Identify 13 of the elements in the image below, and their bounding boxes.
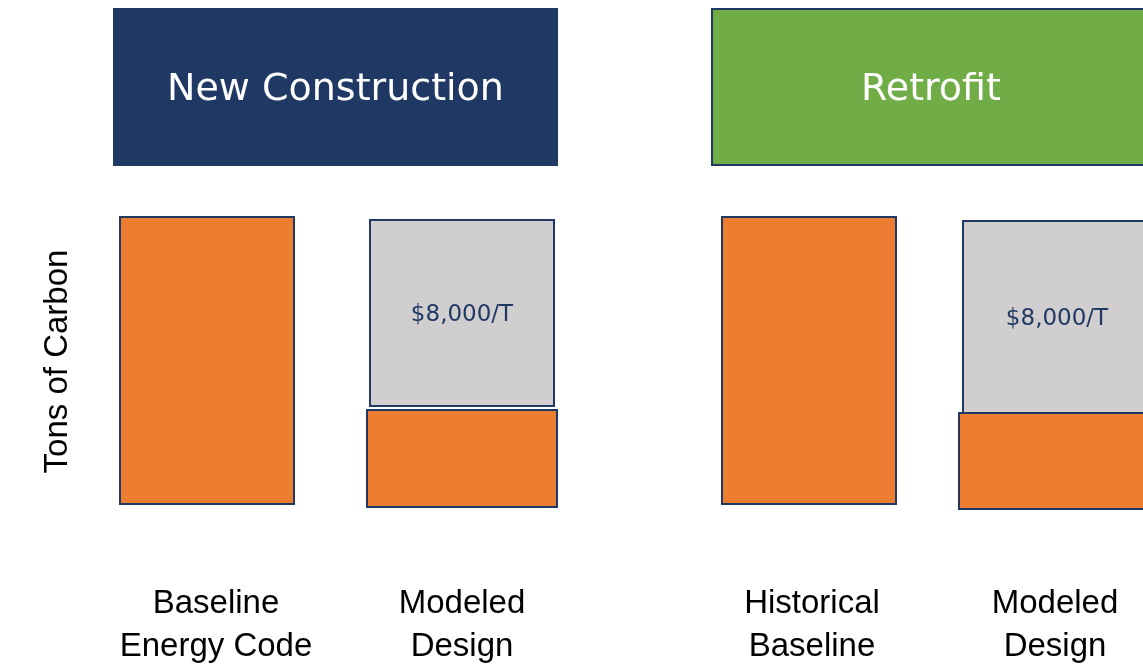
category-label: Modeled Design [990, 582, 1120, 665]
category-label: Baseline Energy Code [118, 582, 314, 665]
heading-banner: New Construction [113, 8, 558, 166]
cost-bar-segment: $8,000/T [369, 219, 555, 407]
cost-bar-segment: $8,000/T [962, 220, 1143, 414]
bar-segment [366, 409, 558, 508]
axis-label: Tons of Carbon [35, 248, 75, 476]
heading-banner: Retrofit [711, 8, 1143, 166]
category-label: Historical Baseline [743, 582, 881, 665]
bar-segment [119, 216, 295, 505]
bar-segment [721, 216, 897, 505]
category-label: Modeled Design [397, 582, 527, 665]
bar-segment [958, 412, 1143, 510]
